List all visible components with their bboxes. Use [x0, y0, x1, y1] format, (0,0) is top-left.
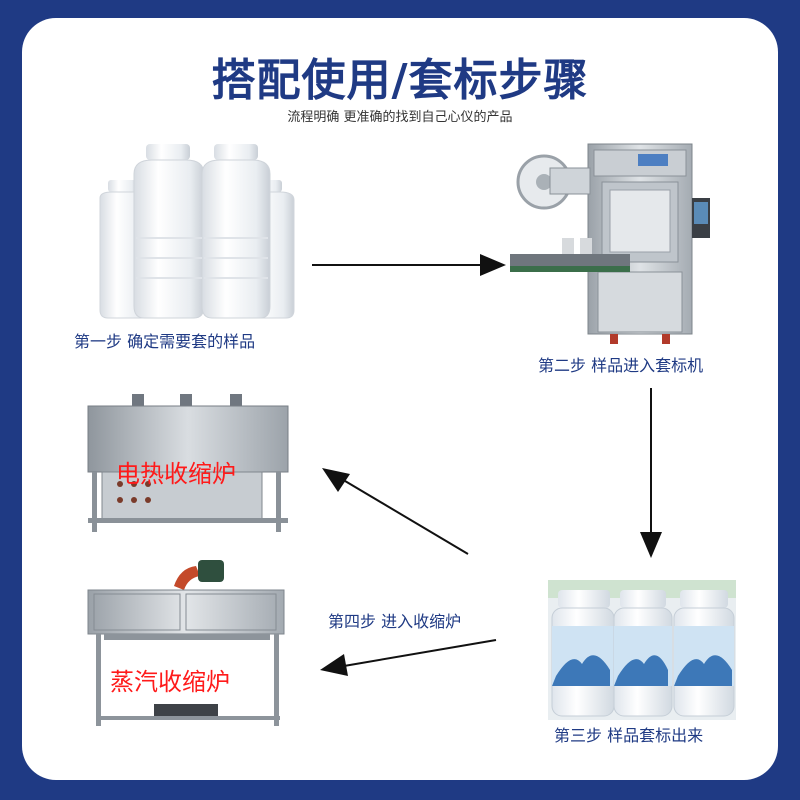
- labeled-bottles-image: [548, 580, 736, 720]
- arrow-down-icon: [636, 386, 666, 562]
- sleeve-labeling-machine-image: [510, 138, 730, 348]
- steam-shrink-tunnel-label: 蒸汽收缩炉: [110, 668, 230, 696]
- electric-shrink-tunnel-label: 电热收缩炉: [116, 460, 236, 488]
- step-4-caption: 第四步 进入收缩炉: [328, 612, 462, 631]
- step-1-caption: 第一步 确定需要套的样品: [74, 332, 256, 351]
- steam-shrink-tunnel-image: [84, 558, 294, 733]
- electric-shrink-tunnel-image: [80, 388, 306, 538]
- step-3-caption: 第三步 样品套标出来: [554, 726, 704, 745]
- page-subtitle: 流程明确 更准确的找到自己心仪的产品: [287, 110, 513, 125]
- white-bottles-image: [90, 138, 310, 323]
- page-title: 搭配使用/套标步骤: [211, 55, 589, 106]
- content-card: 搭配使用/套标步骤 流程明确 更准确的找到自己心仪的产品: [22, 18, 778, 780]
- step-2-caption: 第二步 样品进入套标机: [538, 356, 704, 375]
- arrow-right-icon: [310, 250, 510, 280]
- arrow-left-icon: [316, 636, 500, 676]
- arrow-up-left-icon: [318, 466, 472, 558]
